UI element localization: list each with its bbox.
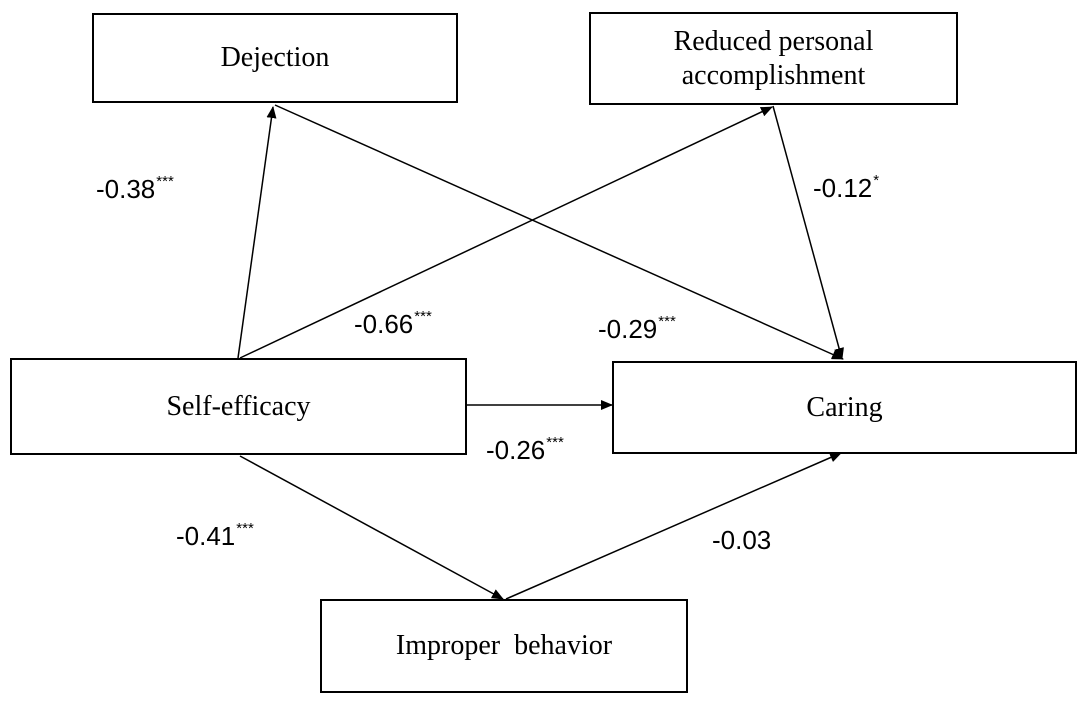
arrow-self-efficacy-to-reduced-accomplishment	[239, 106, 773, 359]
coef-value: -0.26	[486, 435, 546, 465]
coef-significance: ***	[546, 434, 564, 451]
coef-value: -0.41	[176, 521, 236, 551]
node-reduced-accomplishment: Reduced personal accomplishment	[589, 12, 958, 105]
node-label: Self-efficacy	[166, 390, 311, 422]
node-label: Dejection	[220, 42, 330, 74]
coef-significance: ***	[236, 520, 254, 537]
node-improper-behavior: Improper behavior	[320, 599, 688, 693]
coef-self-efficacy-to-improper-behavior: -0.41***	[176, 520, 254, 551]
coef-self-efficacy-to-caring: -0.26***	[486, 434, 564, 465]
coef-value: -0.29	[598, 314, 658, 344]
arrow-reduced-accomplishment-to-caring	[772, 105, 844, 360]
node-label-line-2: accomplishment	[681, 59, 866, 91]
coef-value: -0.66	[354, 309, 414, 339]
node-self-efficacy: Self-efficacy	[10, 358, 467, 455]
node-label: Reduced personal accomplishment	[674, 25, 874, 92]
arrow-self-efficacy-to-dejection	[237, 106, 277, 359]
coef-self-efficacy-to-dejection: -0.38***	[96, 173, 174, 204]
coef-value: -0.38	[96, 174, 156, 204]
node-label: Improper behavior	[395, 630, 613, 662]
arrow-improper-behavior-to-caring	[505, 452, 842, 600]
coef-reduced-accomplishment-to-caring: -0.12*	[813, 172, 880, 203]
coef-value: -0.12	[813, 173, 873, 203]
node-dejection: Dejection	[92, 13, 458, 103]
node-caring: Caring	[612, 361, 1077, 454]
coef-dejection-to-caring: -0.29***	[598, 313, 676, 344]
coef-significance: ***	[658, 313, 676, 330]
arrow-dejection-to-caring	[274, 104, 844, 360]
coef-value: -0.03	[712, 525, 772, 555]
coef-significance: ***	[414, 308, 432, 325]
coef-self-efficacy-to-reduced-accomplishment: -0.66***	[354, 308, 432, 339]
coef-improper-behavior-to-caring: -0.03	[712, 527, 772, 553]
arrow-self-efficacy-to-improper-behavior	[239, 455, 504, 600]
coef-significance: *	[873, 172, 880, 189]
node-label: Caring	[806, 391, 883, 423]
coef-significance: ***	[156, 173, 174, 190]
node-label-line-1: Reduced personal	[673, 25, 874, 57]
